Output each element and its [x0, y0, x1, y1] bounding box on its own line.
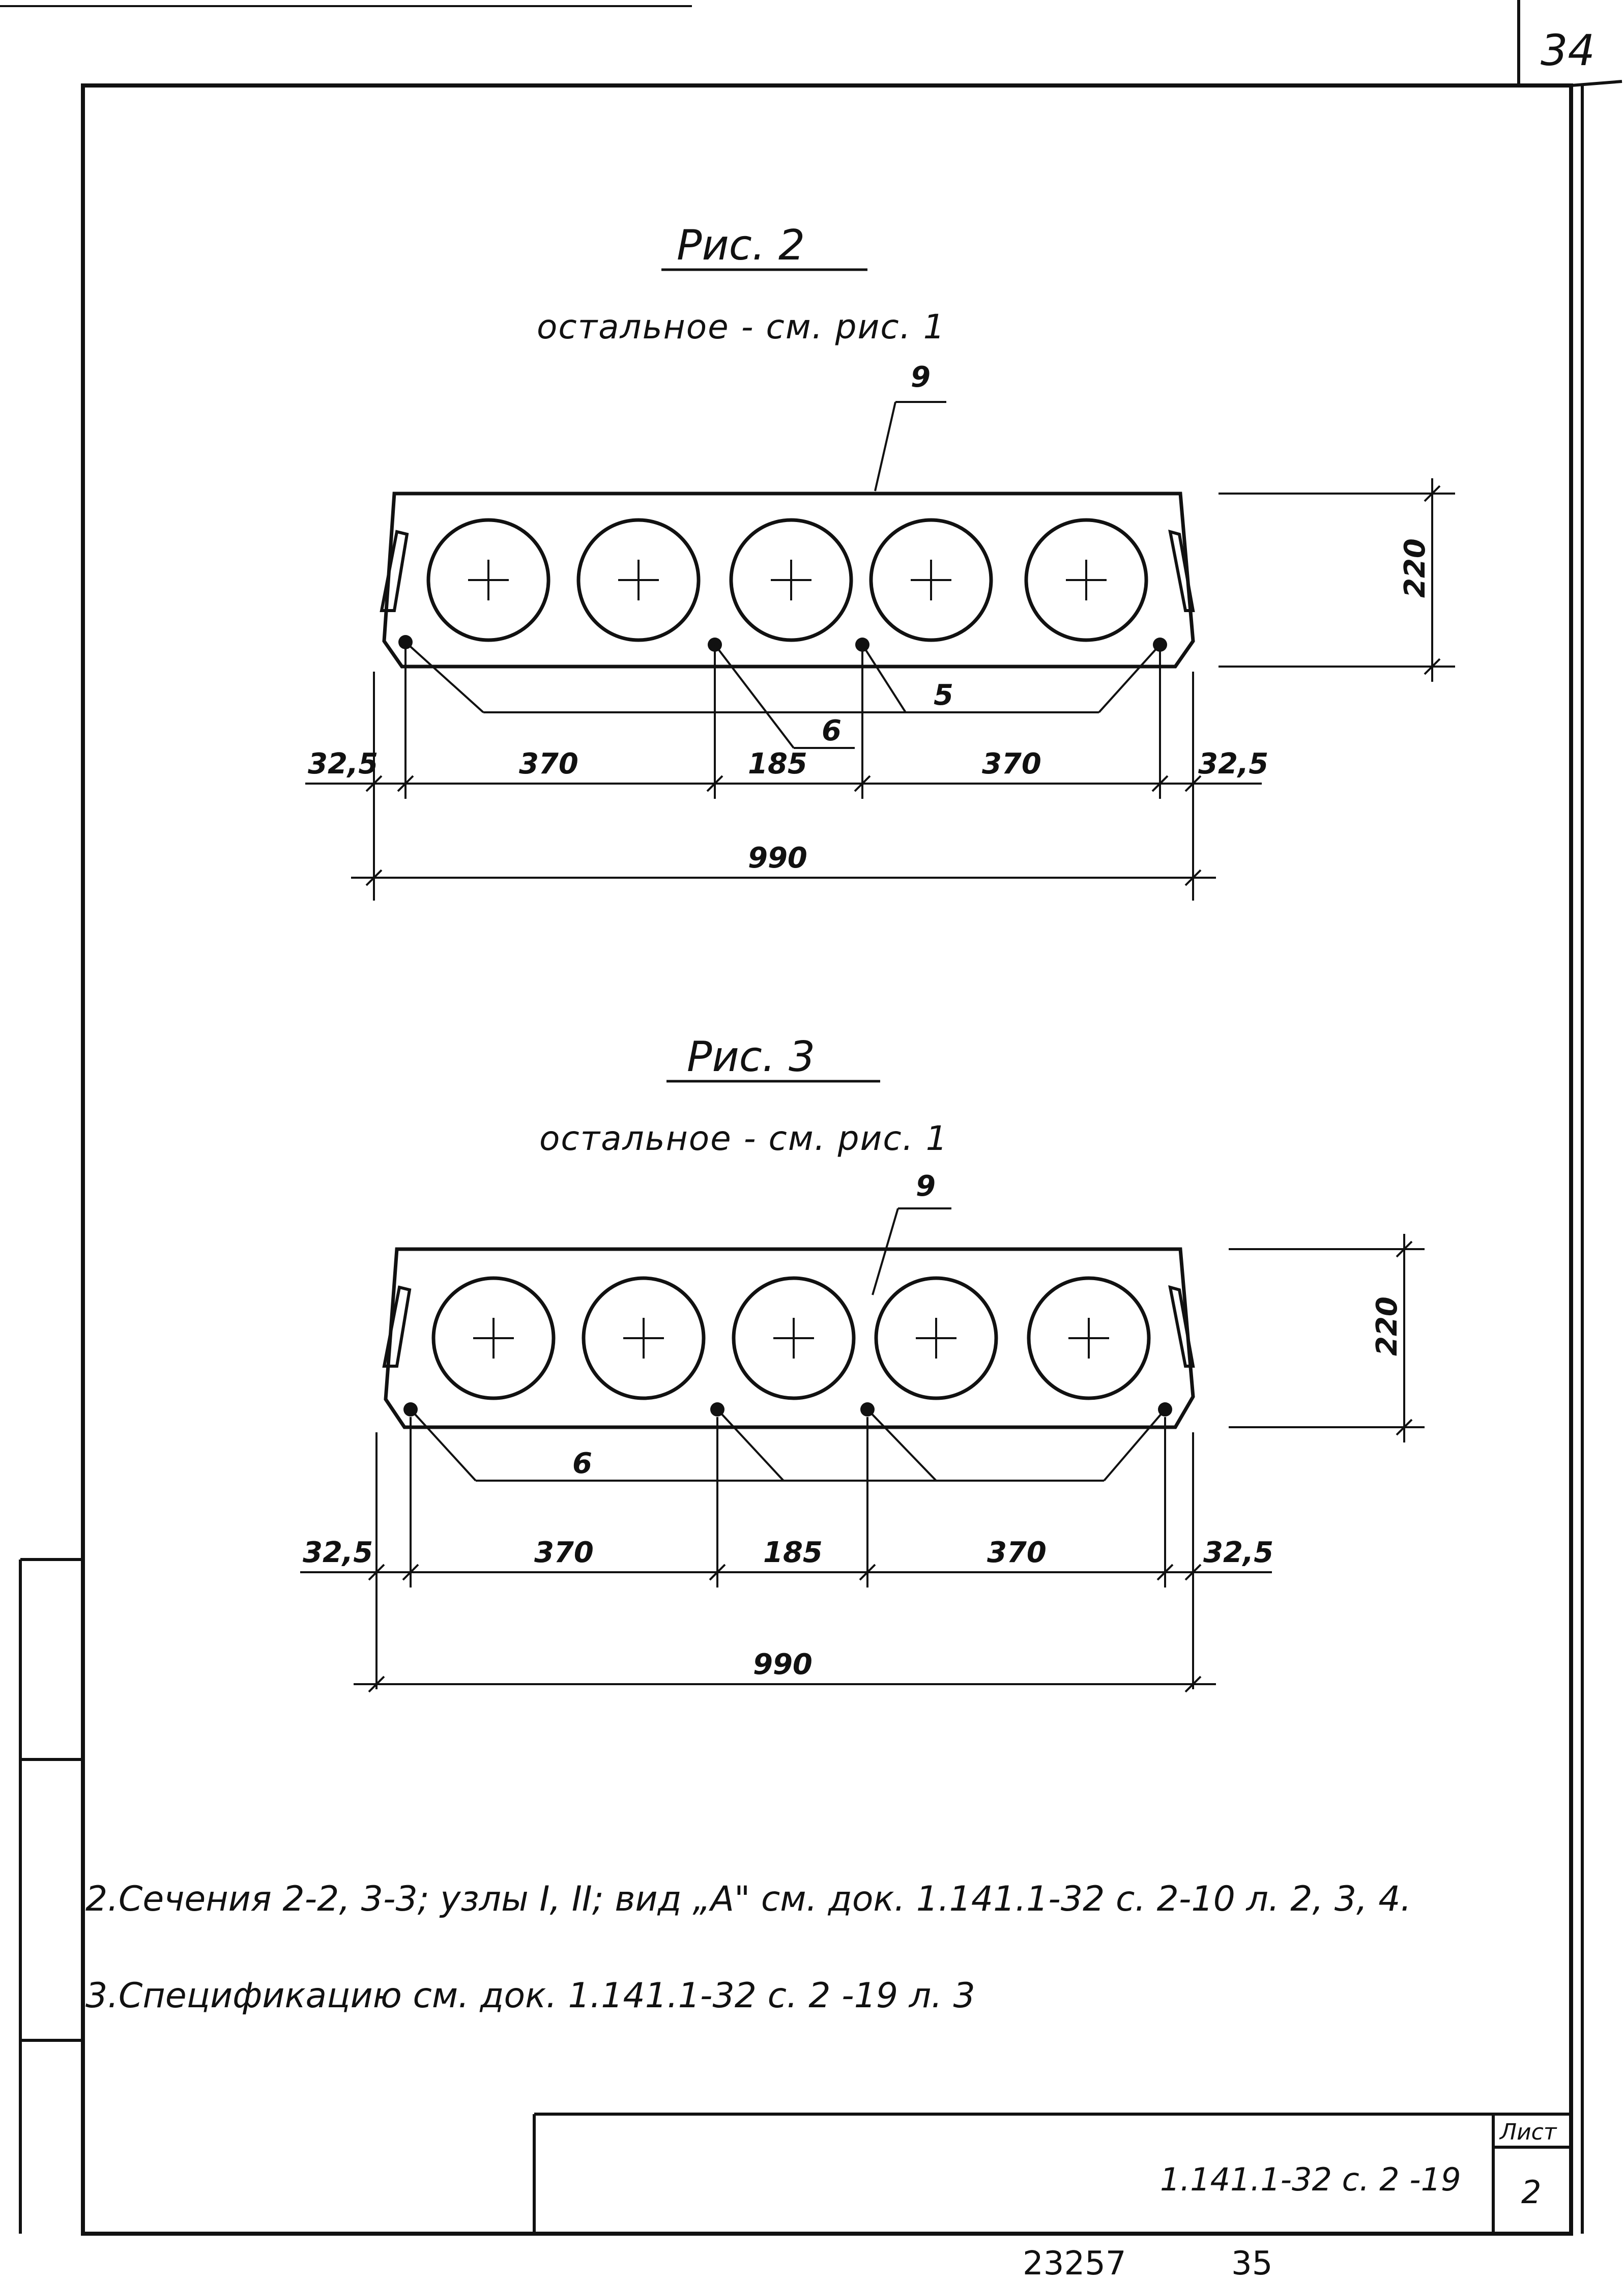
note-2: 2.Сечения 2-2, 3-3; узлы I, II; вид „А" … [85, 1879, 1411, 1919]
rebars-fig2 [398, 635, 1167, 652]
dim-seg-1-fig2: 32,5 [308, 747, 378, 781]
title-block-sheet-number: 2 [1521, 2174, 1541, 2211]
dim-seg-5-fig2: 32,5 [1198, 747, 1268, 781]
figure-3-title: Рис. 3 [687, 1033, 815, 1081]
slab-section-fig2 [382, 492, 1195, 669]
figure-2-subtitle: остальное - см. рис. 1 [537, 307, 946, 347]
leaders-fig2 [404, 401, 1161, 749]
title-block-sheet-label: Лист [1499, 2119, 1557, 2145]
leaders-fig3 [410, 1207, 1166, 1482]
slab-section-fig3 [384, 1247, 1195, 1429]
callout-6-fig3: 6 [572, 1447, 592, 1480]
total-dimension-fig3 [354, 1676, 1216, 1693]
dim-seg-4-fig3: 370 [987, 1536, 1047, 1569]
title-block [533, 2113, 1571, 2234]
figure-2: Рис. 2 остальное - см. рис. 1 [305, 221, 1455, 901]
dim-seg-3-fig3: 185 [763, 1536, 823, 1569]
note-3: 3.Спецификацию см. док. 1.141.1-32 с. 2 … [85, 1976, 975, 2016]
title-block-doc-code: 1.141.1-32 с. 2 -19 [1160, 2161, 1461, 2198]
callout-5-fig2: 5 [934, 679, 953, 712]
figure-2-title: Рис. 2 [677, 221, 805, 270]
callout-9-fig3: 9 [916, 1170, 936, 1203]
dim-seg-2-fig2: 370 [519, 747, 578, 781]
sheet-frame [0, 0, 1622, 2236]
dim-seg-4-fig2: 370 [982, 747, 1041, 781]
slab-voids-fig3 [431, 1276, 1151, 1400]
height-dim-label-fig3: 220 [1371, 1296, 1404, 1356]
segment-dimension-fig2 [305, 649, 1262, 901]
height-dimension-fig3 [1229, 1234, 1425, 1442]
figure-3: Рис. 3 остальное - см. рис. 1 [300, 1033, 1425, 1693]
dim-seg-5-fig3: 32,5 [1203, 1536, 1273, 1569]
callout-6-fig2: 6 [822, 714, 842, 747]
height-dimension-fig2 [1219, 478, 1455, 682]
total-dimension-fig2 [351, 869, 1216, 886]
figure-3-subtitle: остальное - см. рис. 1 [539, 1119, 948, 1158]
rebars-fig3 [403, 1402, 1172, 1417]
sheet-number-top: 34 [1541, 25, 1595, 75]
dim-seg-3-fig2: 185 [748, 747, 807, 781]
slab-voids-fig2 [426, 518, 1148, 642]
dim-seg-1-fig3: 32,5 [303, 1536, 373, 1569]
dim-seg-2-fig3: 370 [534, 1536, 594, 1569]
callout-9-fig2: 9 [911, 361, 931, 394]
dim-total-fig3: 990 [753, 1648, 813, 1681]
segment-dimension-fig3 [300, 1417, 1272, 1689]
page-number-bottom: 35 [1231, 2245, 1272, 2281]
order-number: 23257 [1023, 2245, 1126, 2281]
height-dim-label-fig2: 220 [1399, 538, 1432, 598]
dim-total-fig2: 990 [748, 842, 807, 875]
